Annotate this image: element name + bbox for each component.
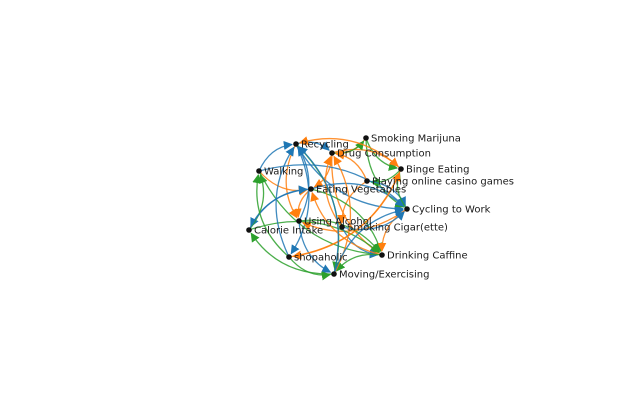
edge-eating_vegetables-to-drinking_caffine [310,188,383,253]
node-label: Recycling [301,140,349,151]
node-online-casino: Playing online casino games [364,177,514,188]
node-label: Walking [264,167,303,178]
node-label: Eating Vegetables [316,185,406,196]
node-dot [329,150,335,156]
node-label: Drinking Caffine [387,251,468,262]
edges-layer [248,136,408,281]
edge-shopaholic-to-recycling [275,146,295,258]
node-dot [308,186,314,192]
node-recycling: Recycling [293,140,349,151]
node-label: Calorie Intake [254,226,323,237]
node-dot [398,166,404,172]
edge-walking-to-cycling_to_work [258,164,405,207]
node-label: Smoking Cigar(ette) [347,223,448,234]
node-dot [331,271,337,277]
edge-drinking_caffine-to-moving_exercising [335,253,383,272]
node-cycling-to-work: Cycling to Work [404,205,491,216]
edge-walking-to-drinking_caffine [258,170,379,259]
node-dot [286,254,292,260]
edge-using_alcohol-to-recycling [297,146,310,222]
node-binge-eating: Binge Eating [398,165,470,176]
node-drug-consumption: Drug Consumption [329,149,431,160]
node-dot [296,218,302,224]
edge-moving_exercising-to-cycling_to_work [333,207,404,275]
node-smoking-marijuna: Smoking Marijuna [363,134,461,145]
node-shopaholic: shopaholic [286,253,348,264]
node-drinking-caffine: Drinking Caffine [379,251,468,262]
node-label: Binge Eating [406,165,470,176]
node-label: Playing online casino games [372,177,514,188]
edge-online_casino-to-drug_consumption [335,150,368,182]
edge-smoking_marijuna-to-binge_eating [365,137,398,171]
node-label: Cycling to Work [412,205,491,216]
node-calorie-intake: Calorie Intake [246,226,323,237]
edge-moving_exercising-to-recycling [298,146,339,275]
node-using-alcohol: Using Alcohol [296,217,372,228]
node-moving-exercising: Moving/Exercising [331,270,429,281]
node-label: Using Alcohol [304,217,372,228]
node-dot [246,227,252,233]
edge-recycling-to-cycling_to_work [295,143,404,214]
edge-calorie_intake-to-eating_vegetables [248,185,308,231]
node-label: Drug Consumption [337,149,431,160]
node-walking: Walking [256,167,303,178]
edge-using_alcohol-to-moving_exercising [298,220,332,273]
edge-shopaholic-to-binge_eating [288,171,401,258]
node-dot [256,168,262,174]
node-dot [293,141,299,147]
edge-recycling-to-using_alcohol [285,143,298,219]
node-dot [363,135,369,141]
node-dot [339,224,345,230]
node-eating-vegetables: Eating Vegetables [308,185,406,196]
edge-eating_vegetables-to-cycling_to_work [310,182,405,207]
edge-binge_eating-to-recycling [298,136,402,170]
edge-moving_exercising-to-calorie_intake [250,232,335,275]
edge-shopaholic-to-walking [252,174,290,258]
node-dot [364,178,370,184]
edge-walking-to-recycling [258,140,293,172]
edge-calorie_intake-to-walking [248,173,268,231]
node-smoking-cigarette: Smoking Cigar(ette) [339,223,448,234]
edge-online_casino-to-smoking_cigarette [337,180,368,224]
edge-calorie_intake-to-drinking_caffine [248,220,380,253]
node-dot [404,206,410,212]
node-label: shopaholic [294,253,348,264]
node-dot [379,252,385,258]
edge-moving_exercising-to-drug_consumption [333,155,352,275]
node-label: Moving/Exercising [339,270,429,281]
node-label: Smoking Marijuna [371,134,461,145]
